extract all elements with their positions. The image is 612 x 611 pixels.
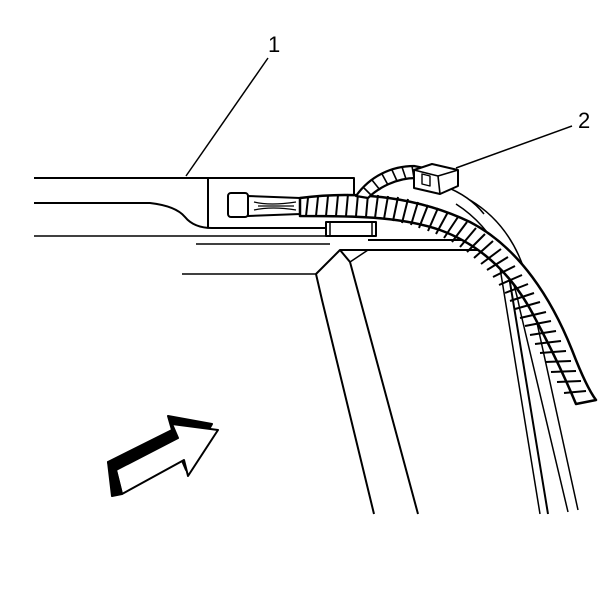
- callout-2-leader: [455, 125, 573, 169]
- connector-end: [227, 192, 249, 218]
- bracket-top-edge: [186, 177, 355, 196]
- connector-2: [413, 163, 459, 195]
- arrow-face: [115, 423, 219, 495]
- callout-1-label: 1: [268, 32, 280, 57]
- connector-2-body: [413, 163, 459, 195]
- harness-sleeve: [298, 193, 598, 406]
- connector-2-edges: [413, 169, 459, 195]
- harness-clip: [325, 221, 377, 237]
- view-direction-arrow-icon: [107, 415, 219, 497]
- pillar-left-edge: [315, 273, 375, 515]
- pillar-panel: [315, 199, 579, 515]
- callout-1-leader: [185, 57, 269, 177]
- clip-sides: [329, 222, 373, 236]
- wiring-harness: [298, 164, 598, 406]
- connector-wires: [253, 201, 297, 211]
- connector-2-latch: [421, 173, 431, 187]
- pillar-inner-left-edge: [339, 249, 419, 515]
- callout-2-label: 2: [578, 108, 590, 133]
- harness-corrugation: [305, 193, 587, 394]
- callout-leaders: [185, 57, 573, 177]
- clip-base: [325, 221, 377, 237]
- harness-connector: [227, 192, 301, 218]
- arrow-side: [107, 461, 123, 497]
- roof-rail-trim: [34, 177, 355, 275]
- pillar-inner-corner: [349, 249, 369, 263]
- trim-lower-edge: [34, 202, 330, 229]
